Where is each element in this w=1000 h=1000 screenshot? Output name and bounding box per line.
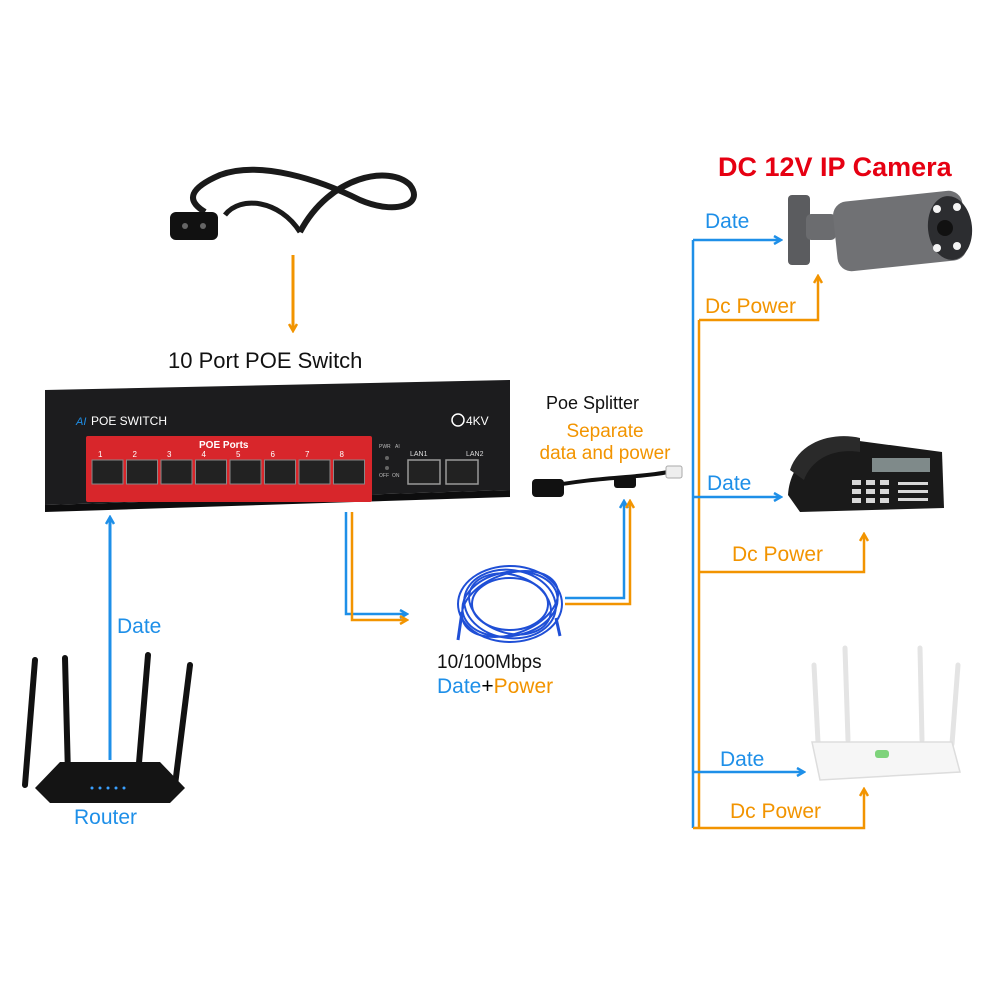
port-number: 8 [340, 450, 345, 459]
switch-brand: POE SWITCH [91, 414, 167, 428]
port-number: 4 [202, 450, 207, 459]
switch-label-ai: AI [395, 444, 400, 450]
port-number: 1 [98, 450, 103, 459]
cable-type-plus: + [481, 675, 494, 698]
wifi-power-line [699, 790, 864, 830]
switch-title: 10 Port POE Switch [168, 348, 363, 373]
poe-ports-label: POE Ports [199, 440, 249, 451]
wifi-router [811, 645, 961, 781]
poe-switch [45, 380, 510, 512]
cable-to-splitter-data-line [565, 502, 624, 600]
switch-to-cable-data-line [344, 512, 406, 614]
switch-label-off: OFF [379, 473, 389, 479]
poe-port [264, 459, 296, 485]
camera-power-label: Dc Power [705, 295, 797, 318]
splitter-description-line-1: Separate [566, 421, 644, 442]
poe-port [91, 459, 124, 485]
splitter-description-line-2: data and power [539, 443, 671, 464]
phone-power-label: Dc Power [732, 543, 824, 566]
lan-label-1: LAN1 [410, 451, 428, 458]
port-number: 6 [271, 450, 276, 459]
router [22, 652, 193, 803]
splitter-title: Poe Splitter [546, 393, 640, 413]
phone-power-line [699, 535, 864, 574]
port-number: 2 [133, 450, 138, 459]
lan-label-2: LAN2 [466, 451, 484, 458]
poe-port [195, 459, 227, 485]
desk-phone [788, 436, 944, 512]
router-label: Router [74, 806, 138, 829]
surge-icon [451, 413, 465, 427]
wifi-power-label: Dc Power [730, 800, 822, 823]
camera-data-label: Date [705, 210, 750, 233]
poe-port [298, 459, 331, 485]
poe-splitter [532, 465, 683, 497]
poe-port [126, 459, 158, 485]
switch-brand-prefix: AI [75, 416, 86, 428]
switch-to-cable-power-line [350, 512, 406, 620]
phone-data-label: Date [707, 472, 752, 495]
port-number: 5 [236, 450, 241, 459]
poe-port [160, 459, 193, 485]
cable-type-power: Power [493, 675, 554, 698]
camera-power-line [699, 277, 818, 322]
cable-type-data: Date [437, 675, 482, 698]
wifi-data-label: Date [720, 748, 765, 771]
poe-port [229, 459, 262, 485]
switch-protection: 4KV [466, 414, 489, 428]
cable-to-splitter-power-line [565, 502, 630, 606]
port-numbers: 1 2 3 4 5 6 7 8 [98, 450, 345, 459]
cable-speed: 10/100Mbps [437, 652, 542, 673]
cable-type: Date+Power [437, 675, 553, 699]
splitter-description: Separate data and power [522, 421, 688, 465]
power-cord [170, 166, 417, 240]
port-number: 3 [167, 450, 172, 459]
switch-label-pwr: PWR [379, 444, 391, 450]
camera-title: DC 12V IP Camera [718, 152, 952, 182]
ip-camera [788, 190, 973, 272]
switch-label-on: ON [392, 473, 400, 479]
network-cable [456, 565, 563, 643]
router-link-label: Date [117, 615, 162, 638]
port-number: 7 [305, 450, 310, 459]
poe-port [333, 459, 365, 485]
